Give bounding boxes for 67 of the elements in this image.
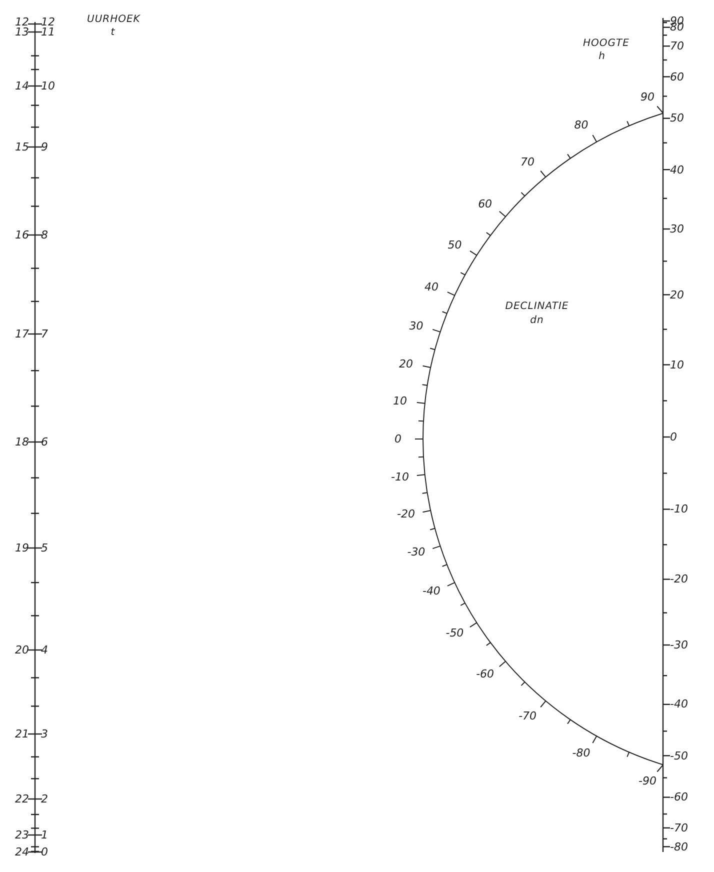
tick-label: -10: [390, 471, 409, 482]
tick-label: 60: [478, 198, 492, 210]
scale-title: UURHOEK: [87, 15, 140, 25]
tick-label: 22: [15, 794, 29, 804]
tick-label: 0: [394, 434, 402, 444]
tick-label: 50: [448, 240, 462, 251]
tick-label: 20: [15, 644, 29, 656]
tick-label: 21: [15, 728, 29, 740]
tick-label: 20: [670, 289, 684, 300]
tick-label: -80: [670, 841, 688, 852]
tick-label: 23: [15, 830, 29, 840]
tick-label: 16: [15, 230, 29, 240]
tick-label: 4: [41, 644, 48, 656]
tick-label: 18: [15, 436, 29, 448]
tick-label: -70: [518, 710, 537, 722]
tick-label: 1: [41, 830, 48, 840]
tick-label: 40: [670, 164, 684, 176]
tick-label: -10: [670, 504, 688, 515]
tick-label: 10: [41, 80, 55, 92]
tick-label: 60: [670, 71, 684, 82]
tick-label: 5: [41, 542, 48, 554]
variable-symbol: dn: [530, 316, 544, 326]
tick-label: -70: [670, 822, 688, 834]
tick-label: 15: [15, 142, 29, 152]
variable-symbol: t: [110, 28, 116, 38]
tick-label: 13: [15, 26, 29, 38]
tick-label: 40: [424, 282, 438, 293]
tick-label: 30: [409, 320, 424, 332]
tick-label: -20: [397, 508, 415, 520]
tick-label: -80: [572, 747, 590, 758]
tick-label: -40: [670, 698, 688, 710]
tick-label: 10: [392, 396, 407, 407]
tick-label: -50: [670, 750, 688, 762]
tick-label: 20: [398, 358, 413, 370]
tick-label: 7: [41, 328, 48, 340]
tick-label: -40: [422, 585, 440, 596]
tick-label: -60: [476, 668, 494, 680]
tick-label: 17: [15, 328, 29, 340]
tick-label: -60: [670, 792, 688, 803]
tick-label: 10: [670, 359, 684, 370]
tick-label: 12: [41, 16, 55, 28]
tick-label: 0: [41, 846, 48, 858]
tick-label: -50: [446, 627, 464, 638]
tick-label: 6: [41, 436, 48, 448]
tick-label: 24: [15, 846, 29, 858]
tick-label: 50: [670, 112, 684, 124]
tick-label: 0: [670, 432, 677, 442]
tick-label: 70: [520, 156, 535, 168]
tick-label: 12: [15, 16, 29, 28]
scale-title: HOOGTE: [583, 39, 630, 49]
tick-label: -20: [670, 574, 688, 585]
tick-label: 9: [41, 142, 48, 152]
tick-label: 3: [41, 728, 48, 740]
tick-label: 80: [574, 120, 588, 131]
tick-label: -30: [670, 640, 688, 650]
scale-title: DECLINATIE: [505, 302, 569, 312]
tick-label: 2: [41, 794, 48, 804]
tick-label: -30: [407, 546, 426, 558]
tick-label: -90: [638, 775, 657, 786]
variable-symbol: h: [598, 52, 606, 62]
tick-label: 19: [15, 542, 29, 554]
tick-label: 70: [670, 40, 684, 52]
tick-label: 14: [15, 80, 29, 92]
tick-label: 8: [41, 230, 48, 240]
tick-label: 30: [670, 224, 684, 234]
tick-label: 90: [640, 92, 655, 103]
tick-label: 11: [41, 26, 55, 38]
